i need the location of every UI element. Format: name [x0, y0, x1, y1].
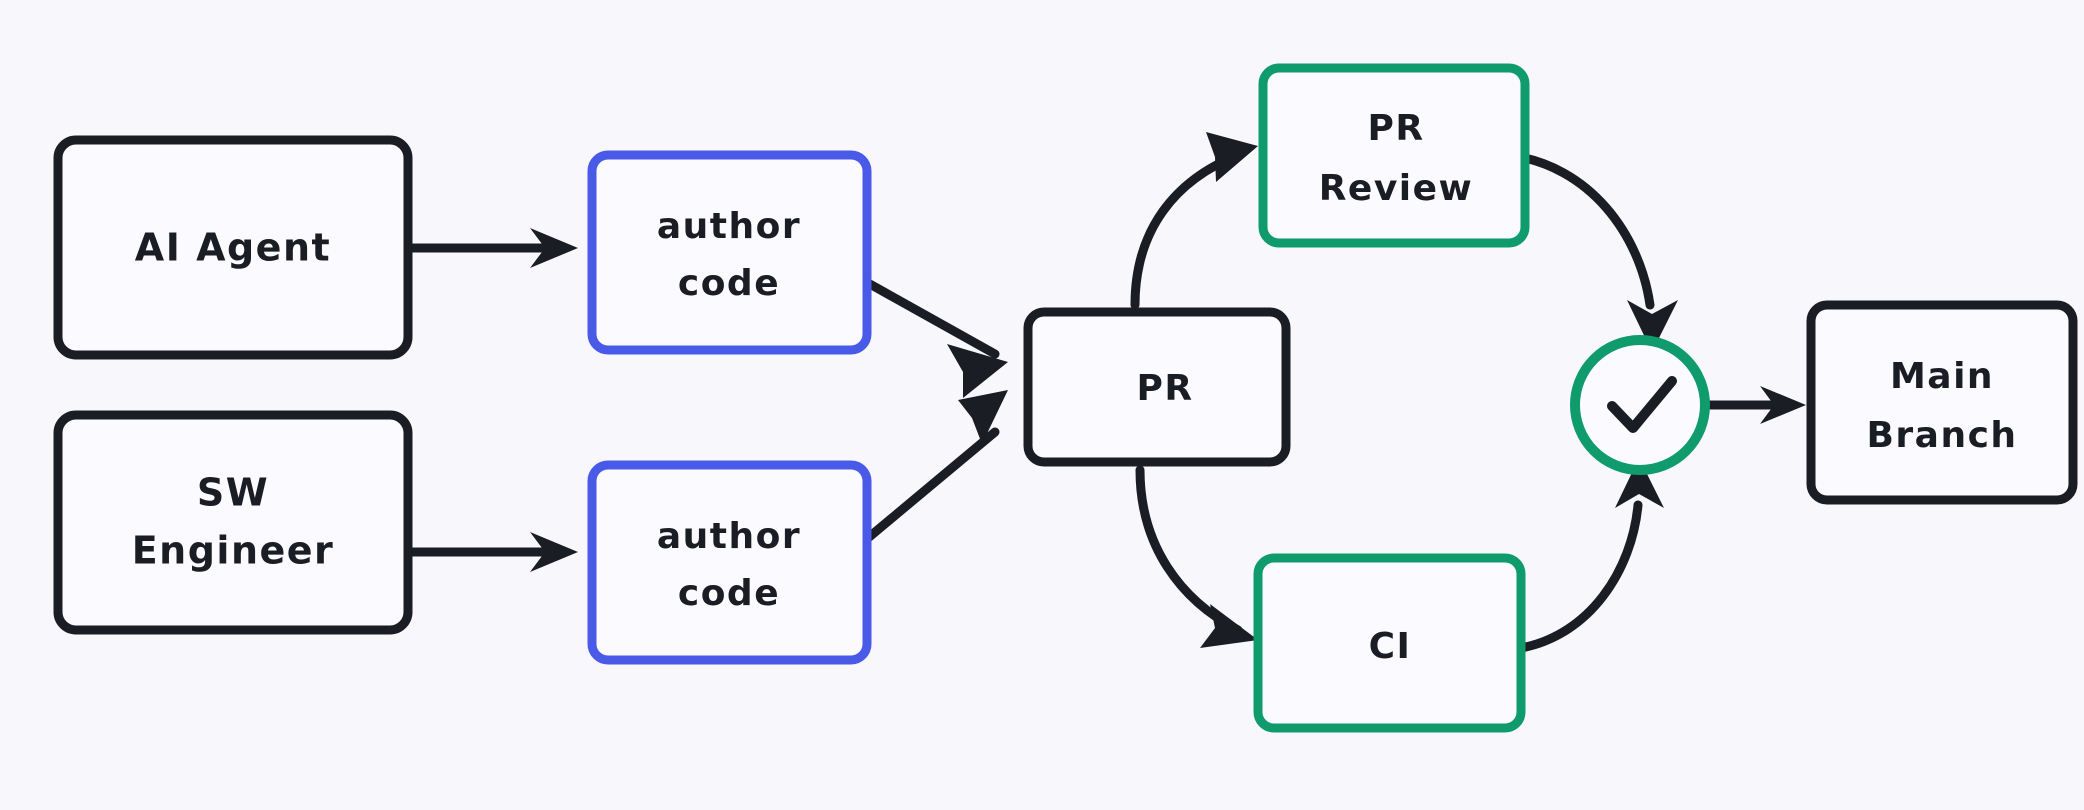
pr-label: PR	[1136, 368, 1193, 409]
edge-pr-to-ci	[1135, 465, 1258, 648]
node-main-branch[interactable]: Main Branch	[1806, 300, 2078, 505]
edge-author-code-top-to-pr	[863, 278, 1008, 398]
node-merge-check[interactable]	[1570, 335, 1710, 475]
sw-engineer-label-line1: SW	[197, 471, 269, 515]
edge-merge-check-to-main-branch	[1705, 386, 1806, 424]
main-branch-label-line2: Branch	[1866, 415, 2017, 456]
author-code-bottom-label-line1: author	[657, 516, 801, 557]
author-code-top-label-line1: author	[657, 206, 801, 247]
sw-engineer-label-line2: Engineer	[132, 529, 335, 573]
ci-box[interactable]	[1253, 553, 1526, 733]
ai-agent-box[interactable]	[53, 135, 413, 360]
node-sw-engineer[interactable]: SW Engineer	[53, 410, 413, 635]
pr-review-label-line1: PR	[1367, 108, 1424, 149]
merge-check-circle[interactable]	[1570, 335, 1710, 475]
pr-review-label-line2: Review	[1319, 168, 1474, 209]
edges-layer	[405, 132, 1806, 653]
edge-author-code-bottom-to-pr	[863, 390, 1008, 543]
main-branch-label-line1: Main	[1890, 356, 1994, 397]
edge-ci-to-merge-check	[1516, 458, 1664, 653]
sw-engineer-box[interactable]	[53, 410, 413, 635]
edge-sw-engineer-to-author-code-bottom	[405, 532, 578, 572]
node-author-code-top[interactable]: author code	[587, 150, 872, 355]
node-ai-agent[interactable]: AI Agent	[53, 135, 413, 360]
pr-box[interactable]	[1023, 307, 1291, 467]
node-pr[interactable]: PR	[1023, 307, 1291, 467]
edge-ai-agent-to-author-code-top	[405, 228, 578, 268]
node-pr-review[interactable]: PR Review	[1258, 63, 1530, 248]
author-code-bottom-label-line2: code	[678, 573, 780, 614]
author-code-top-box[interactable]	[587, 150, 872, 355]
main-branch-box[interactable]	[1806, 300, 2078, 505]
edge-pr-to-pr-review	[1130, 132, 1258, 310]
check-icon	[1607, 376, 1677, 433]
node-author-code-bottom[interactable]: author code	[587, 460, 872, 665]
pr-review-box[interactable]	[1258, 63, 1530, 248]
author-code-bottom-box[interactable]	[587, 460, 872, 665]
edge-pr-review-to-merge-check	[1503, 150, 1678, 352]
node-ci[interactable]: CI	[1253, 553, 1526, 733]
ai-agent-label: AI Agent	[135, 226, 331, 270]
author-code-top-label-line2: code	[678, 263, 780, 304]
ci-label: CI	[1369, 626, 1412, 667]
